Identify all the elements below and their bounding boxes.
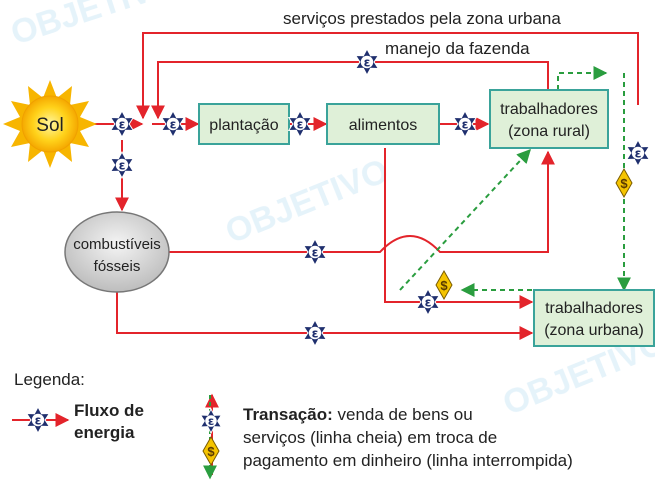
legend-energy-icon: ε [25, 405, 51, 435]
energy-icon-food-urban: ε [415, 287, 441, 317]
money-icon-urban-rural: $ [435, 269, 453, 301]
food-to-urban-line [384, 148, 534, 309]
svg-text:ε: ε [312, 326, 319, 340]
urban-services-line [136, 32, 639, 120]
sun-label: Sol [36, 115, 63, 136]
money-symbols: $$ [435, 167, 633, 301]
urban-workers-label-1: trabalhadores [545, 300, 643, 317]
legend-money-icon: $ [202, 435, 220, 467]
urban-workers-box: trabalhadores (zona urbana) [533, 289, 655, 347]
legend: Legenda: ε Fluxo de energia ε $ Transaçã… [12, 370, 573, 480]
fossil-fuels-label-2: fósseis [94, 258, 141, 275]
money-rural-to-corner-line [557, 66, 608, 90]
svg-text:ε: ε [170, 117, 177, 131]
legend-transaction-energy-icon: ε [199, 407, 223, 435]
farm-management-label: manejo da fazenda [385, 39, 530, 58]
rural-workers-label-1: trabalhadores [500, 101, 598, 118]
svg-text:ε: ε [312, 245, 319, 259]
fossil-to-rural-line [168, 150, 555, 253]
svg-text:ε: ε [35, 413, 42, 427]
energy-icon-sun-fossil: ε [109, 150, 135, 180]
energy-symbols: ε ε ε ε ε ε ε ε ε ε [109, 47, 651, 348]
energy-icon-to-plantation: ε [160, 109, 186, 139]
rural-workers-label-2: (zona rural) [508, 123, 590, 140]
food-label: alimentos [349, 117, 417, 134]
svg-text:$: $ [207, 444, 215, 459]
svg-text:$: $ [440, 278, 448, 293]
plantation-box: plantação [198, 103, 290, 145]
svg-text:ε: ε [462, 117, 469, 131]
urban-workers-label-2: (zona urbana) [544, 322, 644, 339]
energy-icon-fossil-rural: ε [302, 237, 328, 267]
svg-text:ε: ε [297, 117, 304, 131]
energy-icon-food-rural: ε [452, 109, 478, 139]
svg-text:ε: ε [425, 295, 432, 309]
energy-icon-plantation-food: ε [287, 109, 313, 139]
money-diagonal-to-rural-line [399, 148, 531, 291]
legend-transaction-line-3: pagamento em dinheiro (linha interrompid… [243, 451, 573, 470]
energy-icon-farm-management: ε [354, 47, 380, 77]
money-icon-rural-urban: $ [615, 167, 633, 199]
svg-text:ε: ε [119, 117, 126, 131]
svg-text:ε: ε [119, 158, 126, 172]
food-box: alimentos [326, 103, 440, 145]
rural-workers-box: trabalhadores (zona rural) [489, 89, 609, 149]
fossil-fuels-node: combustíveis fósseis [64, 211, 170, 293]
legend-transaction-line-1: Transação: venda de bens ou [243, 405, 473, 424]
watermark-text-1: OBJETIVO [6, 0, 181, 53]
svg-text:ε: ε [208, 414, 214, 428]
legend-energy-label-1: Fluxo de [74, 401, 144, 420]
watermark-text-2: OBJETIVO [220, 152, 394, 252]
svg-text:ε: ε [364, 55, 371, 69]
farm-management-line [151, 61, 549, 120]
sun-node: Sol [3, 80, 97, 168]
energy-icon-urban-services: ε [625, 138, 651, 168]
fossil-to-urban-line [116, 292, 534, 340]
energy-icon-sun-out: ε [109, 109, 135, 139]
legend-transaction-line-2: serviços (linha cheia) em troca de [243, 428, 497, 447]
watermark: OBJETIVO OBJETIVO OBJETIVO [6, 0, 655, 423]
urban-services-label: serviços prestados pela zona urbana [283, 9, 561, 28]
legend-transaction-rest: venda de bens ou [333, 405, 473, 424]
svg-text:$: $ [620, 176, 628, 191]
plantation-label: plantação [209, 117, 278, 134]
legend-energy-label-2: energia [74, 423, 135, 442]
legend-transaction-title: Transação: [243, 405, 333, 424]
energy-icon-fossil-urban: ε [302, 318, 328, 348]
fossil-fuels-label-1: combustíveis [73, 236, 161, 253]
svg-text:ε: ε [635, 146, 642, 160]
legend-title: Legenda: [14, 370, 85, 389]
